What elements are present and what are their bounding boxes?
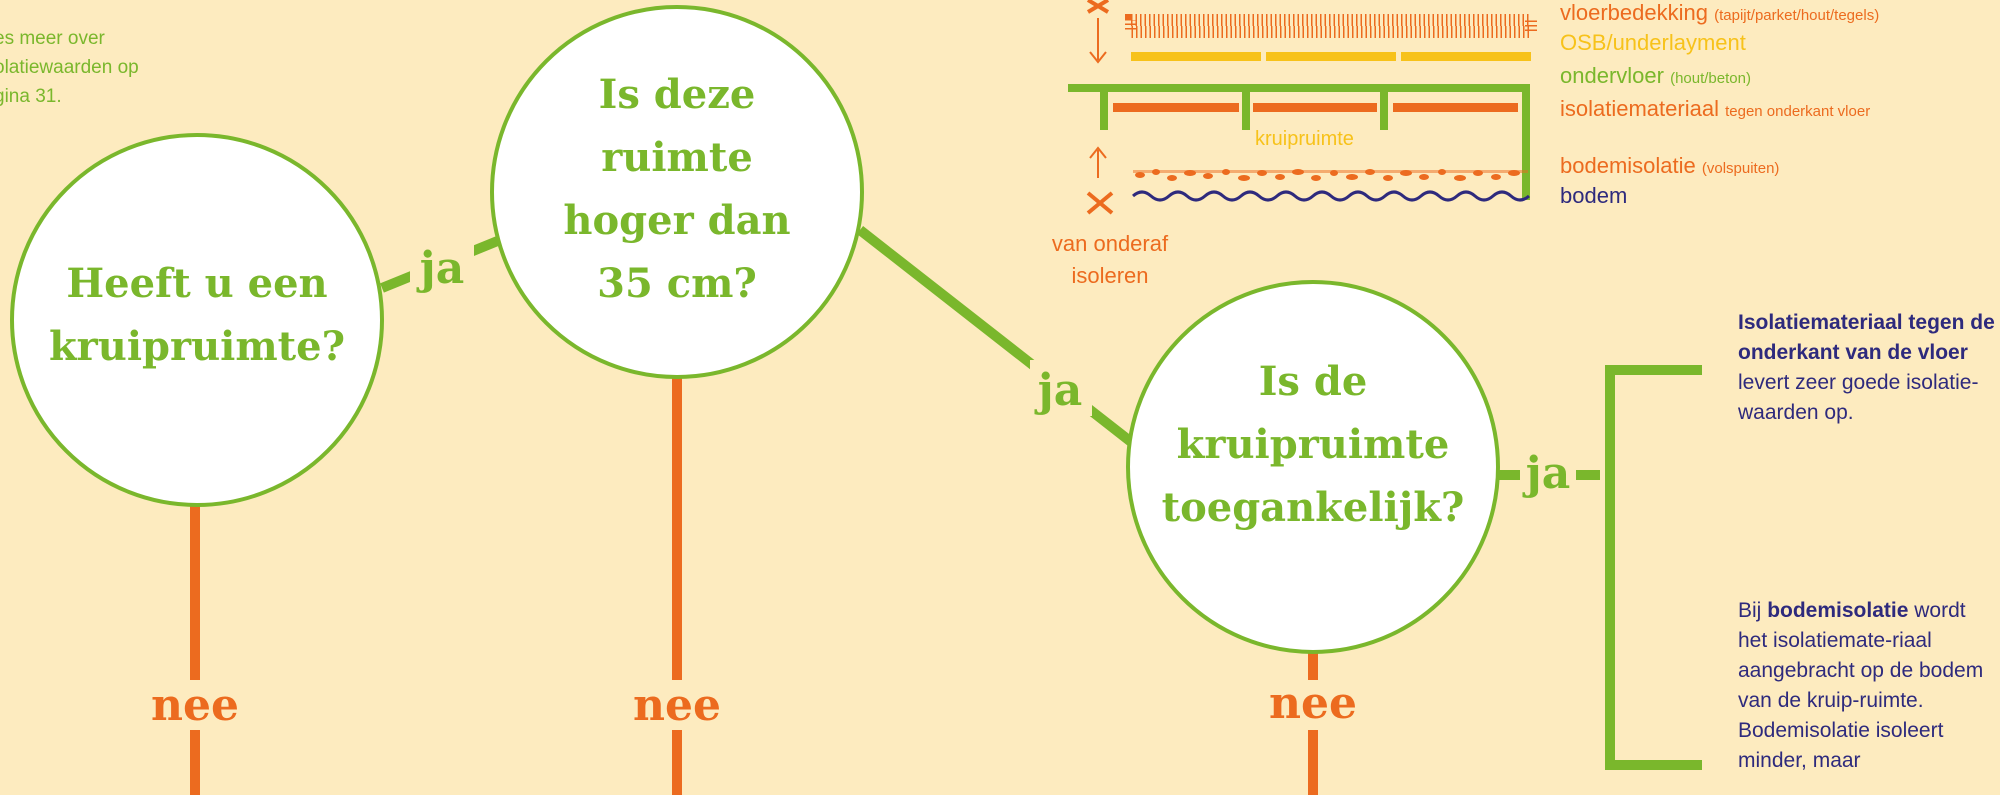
height-arrow-top: [1089, 18, 1107, 64]
question-3-line-2: kruipruimte: [1177, 421, 1450, 468]
question-3-line-1: Is de: [1259, 358, 1368, 405]
answer-no-3: nee: [1269, 678, 1357, 729]
answer-yes-3: ja: [1522, 448, 1570, 499]
answer-yes-2: ja: [1034, 365, 1082, 416]
legend-bodemisolatie: bodemisolatie (volspuiten): [1560, 153, 1780, 178]
side-note: es meer over olatiewaarden op gina 31.: [0, 28, 139, 107]
van-onderaf-label: van onderaf isoleren: [1051, 231, 1169, 288]
question-circle-2: [490, 5, 864, 379]
ondervloer-frame: [1068, 84, 1530, 200]
question-1-line-1: Heeft u een: [66, 260, 327, 307]
bodemisolatie-layer: [1133, 169, 1528, 181]
answer-yes-1: ja: [416, 243, 464, 294]
answer-no-2: nee: [633, 680, 721, 731]
legend-osb: OSB/underlayment: [1560, 30, 1746, 55]
tools-icon-top: [1086, 0, 1110, 14]
info-bodemisolatie: Bij bodemisolatie wordt het isolatiemate…: [1738, 599, 1984, 772]
legend-ondervloer: ondervloer (hout/beton): [1560, 63, 1751, 88]
question-2-line-2: ruimte: [601, 134, 753, 181]
vloerbedekking-layer: [1125, 14, 1537, 38]
question-2-line-1: Is deze: [599, 71, 756, 118]
question-circle-1: [10, 133, 384, 507]
legend-vloerbedekking: vloerbedekking (tapijt/parket/hout/tegel…: [1560, 0, 1880, 25]
question-1-line-2: kruipruimte?: [49, 323, 345, 370]
height-arrow-bottom: [1089, 146, 1107, 178]
options-bracket: [1605, 365, 1702, 770]
legend-bodem: bodem: [1560, 183, 1628, 208]
bodem-line: [1132, 190, 1530, 202]
legend-isolatiemateriaal: isolatiemateriaal tegen onderkant vloer: [1560, 96, 1871, 121]
tools-icon-bottom: [1086, 191, 1114, 215]
question-3-line-3: toegankelijk?: [1162, 484, 1465, 531]
question-2-line-3: hoger dan: [563, 197, 790, 244]
kruipruimte-label: kruipruimte: [1255, 128, 1354, 150]
isolatiemateriaal-layer: [1113, 103, 1518, 112]
question-2-line-4: 35 cm?: [597, 260, 757, 307]
floor-cross-section: kruipruimte: [1068, 0, 1537, 215]
answer-no-1: nee: [151, 680, 239, 731]
info-isolatiemateriaal: Isolatiemateriaal tegen de onderkant van…: [1738, 311, 1995, 424]
osb-layer: [1131, 52, 1531, 61]
question-circle-3: [1126, 280, 1500, 654]
